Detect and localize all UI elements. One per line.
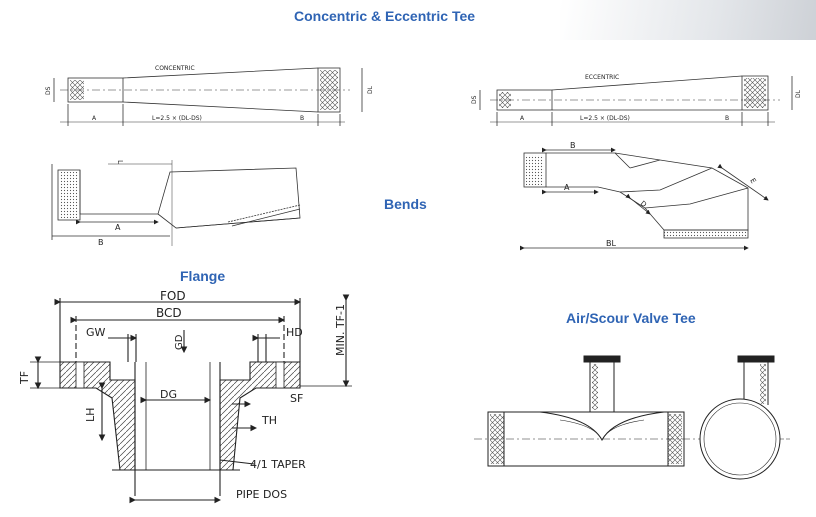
eccentric-caption: ECCENTRIC bbox=[585, 74, 619, 81]
flange-heading: Flange bbox=[180, 268, 226, 284]
flange-label-dg: DG bbox=[160, 388, 177, 401]
bend-right-label-b: B bbox=[570, 141, 576, 150]
flange-label-th: TH bbox=[261, 414, 277, 427]
bend-left-label-l: L bbox=[116, 160, 124, 164]
bend-right-label-e: E bbox=[748, 177, 757, 185]
concentric-label-ds: DS bbox=[45, 86, 52, 95]
bend-left-label-a: A bbox=[115, 223, 121, 232]
eccentric-label-a: A bbox=[520, 115, 525, 122]
concentric-label-a: A bbox=[92, 115, 97, 122]
photo-glare bbox=[560, 0, 816, 40]
bend-right-label-bl: BL bbox=[606, 239, 616, 248]
bend-right-label-d: D bbox=[639, 199, 648, 209]
flange-label-lh: LH bbox=[84, 408, 97, 422]
flange-label-bcd: BCD bbox=[156, 306, 182, 320]
bend-left-drawing bbox=[51, 160, 301, 246]
eccentric-label-dl: DL bbox=[795, 89, 802, 98]
bend-left-label-b: B bbox=[98, 238, 104, 247]
flange-label-taper: 4/1 TAPER bbox=[250, 458, 306, 471]
bend-right-drawing bbox=[520, 147, 769, 251]
flange-label-fod: FOD bbox=[160, 289, 186, 303]
bends-heading: Bends bbox=[384, 196, 427, 212]
flange-label-tf: TF bbox=[18, 371, 31, 385]
concentric-label-b: B bbox=[300, 115, 304, 122]
bend-right-label-a: A bbox=[564, 183, 570, 192]
main-title: Concentric & Eccentric Tee bbox=[294, 8, 476, 24]
flange-label-pipe-dos: PIPE DOS bbox=[236, 488, 287, 501]
flange-label-min-tf: MIN. TF-1 bbox=[334, 304, 347, 356]
flange-label-gd: GD bbox=[174, 334, 185, 350]
eccentric-label-b: B bbox=[725, 115, 729, 122]
concentric-label-dl: DL bbox=[367, 85, 374, 94]
valve-tee-side-drawing bbox=[474, 355, 700, 467]
concentric-formula: L=2.5 × (DL-DS) bbox=[152, 115, 202, 122]
concentric-reducer-drawing bbox=[53, 67, 363, 126]
flange-label-sf: SF bbox=[290, 392, 303, 405]
valve-tee-end-drawing bbox=[699, 355, 790, 480]
eccentric-reducer-drawing bbox=[479, 75, 793, 126]
flange-label-gw: GW bbox=[86, 326, 106, 339]
flange-drawing bbox=[30, 294, 352, 504]
valve-tee-heading: Air/Scour Valve Tee bbox=[566, 310, 696, 326]
eccentric-formula: L=2.5 × (DL-DS) bbox=[580, 115, 630, 122]
eccentric-label-ds: DS bbox=[471, 95, 478, 104]
flange-label-hd: HD bbox=[286, 326, 303, 339]
concentric-caption: CONCENTRIC bbox=[155, 65, 195, 72]
